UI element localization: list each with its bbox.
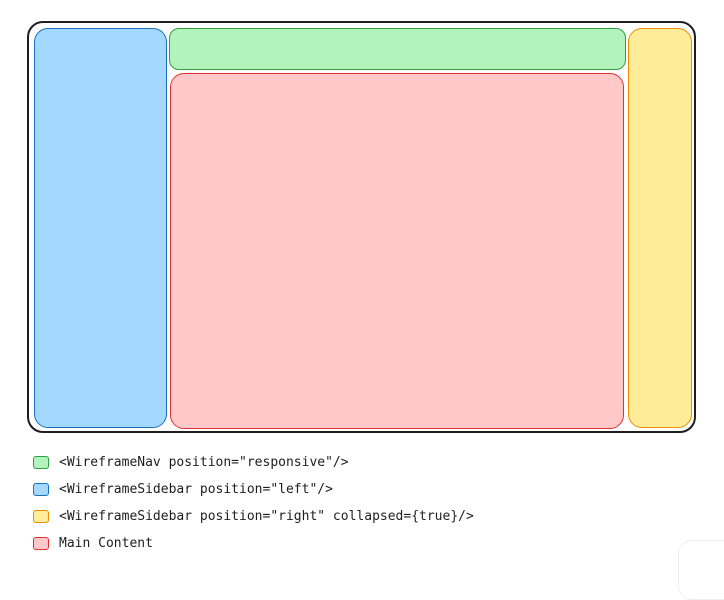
legend-label-main-content: Main Content: [59, 536, 153, 551]
legend-label-nav: <WireframeNav position="responsive"/>: [59, 455, 349, 470]
legend-swatch-nav: [33, 456, 49, 469]
legend: <WireframeNav position="responsive"/> <W…: [33, 449, 474, 557]
legend-item-right-sidebar: <WireframeSidebar position="right" colla…: [33, 503, 474, 530]
legend-label-left-sidebar: <WireframeSidebar position="left"/>: [59, 482, 333, 497]
legend-item-nav: <WireframeNav position="responsive"/>: [33, 449, 474, 476]
legend-swatch-right-sidebar: [33, 510, 49, 523]
nav-region: [169, 28, 626, 70]
main-content-region: [170, 73, 624, 429]
legend-label-right-sidebar: <WireframeSidebar position="right" colla…: [59, 509, 474, 524]
right-sidebar-region: [628, 28, 692, 428]
left-sidebar-region: [34, 28, 167, 428]
corner-decoration: [678, 540, 724, 600]
legend-swatch-left-sidebar: [33, 483, 49, 496]
legend-item-main-content: Main Content: [33, 530, 474, 557]
legend-item-left-sidebar: <WireframeSidebar position="left"/>: [33, 476, 474, 503]
legend-swatch-main-content: [33, 537, 49, 550]
